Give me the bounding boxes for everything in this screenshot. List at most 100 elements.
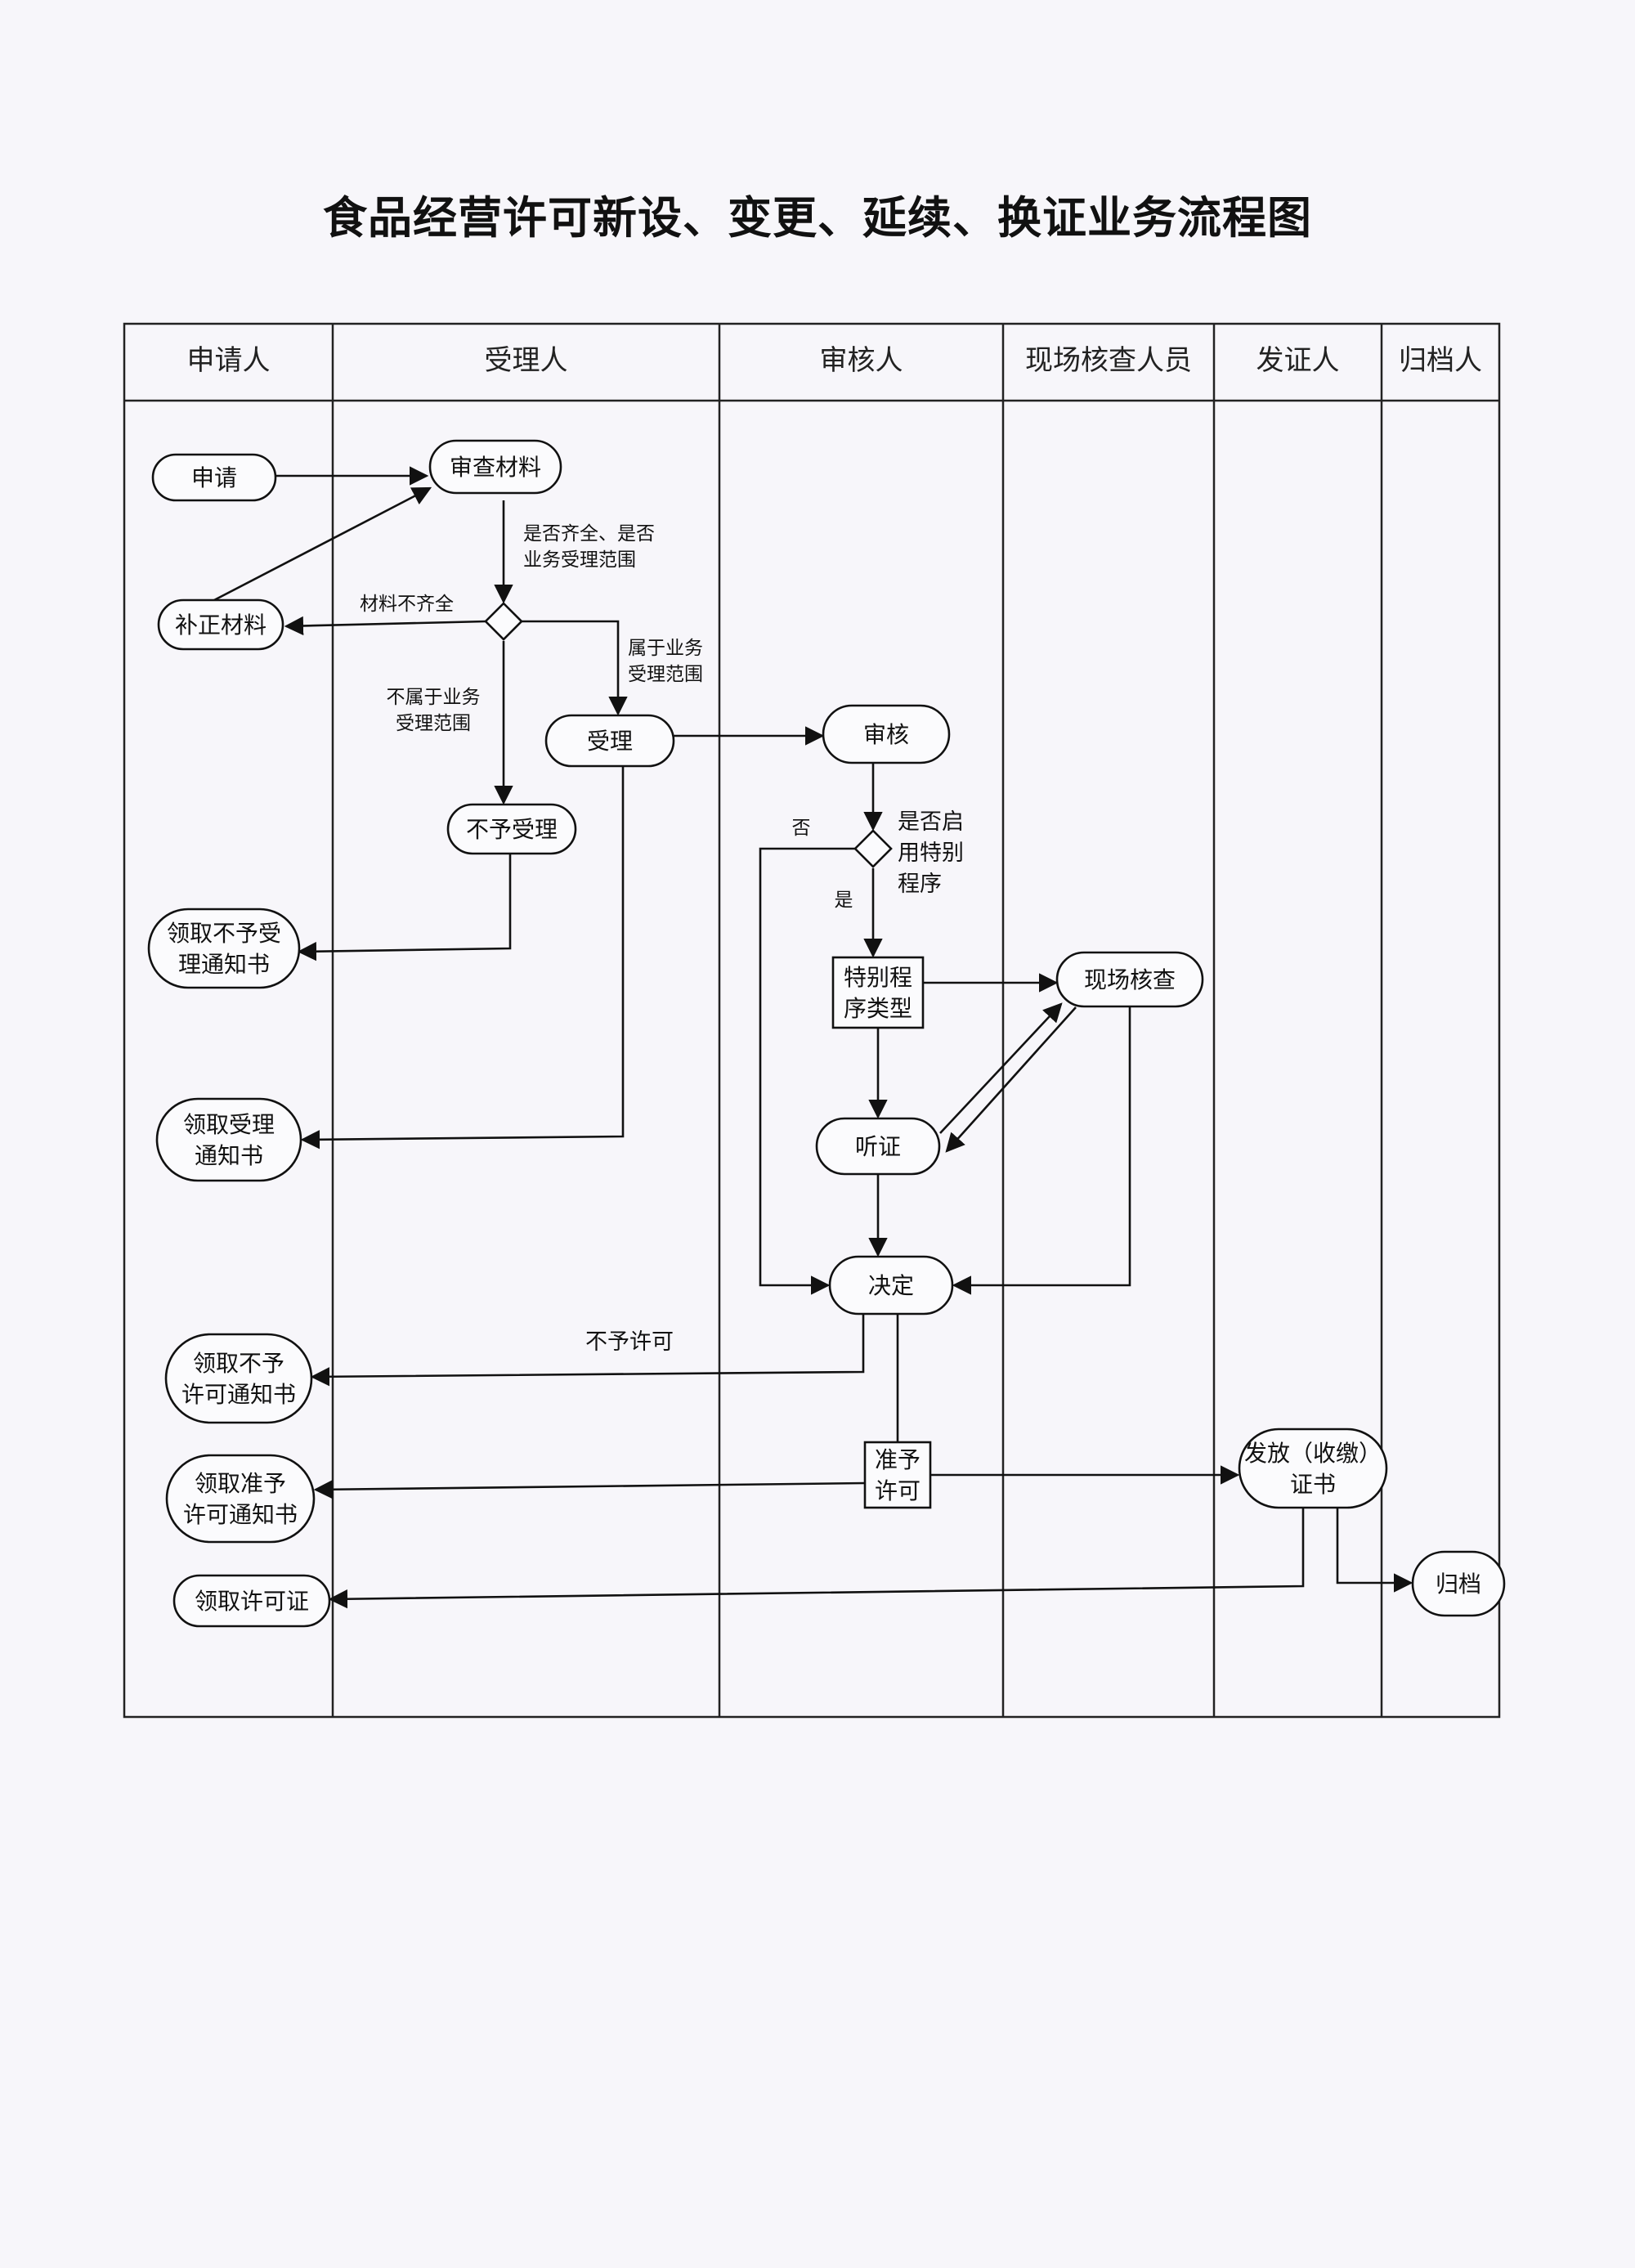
note-line: 用特别 [898,840,964,866]
note-line: 是否齐全、是否 [523,523,655,545]
node-label: 领取不予 [193,1350,284,1377]
node-shape [164,1333,313,1424]
node-shape [815,1117,941,1176]
node-shape [155,1097,302,1182]
node-label: 证书 [1290,1471,1336,1498]
node-shape [157,598,284,651]
edge-issue-to-license [328,1508,1305,1609]
node-decision: 决定 [828,1255,954,1316]
node-shape [428,439,562,495]
lane-header: 现场核查人员 [1025,344,1192,377]
node-label: 听证 [855,1133,901,1160]
node-label: 申请 [191,464,237,491]
node-shape [446,803,577,855]
edge-grant-notice [313,1480,866,1499]
note-line: 否 [792,818,811,839]
node-apply: 申请 [151,453,277,502]
node-label: 许可通知书 [181,1381,296,1408]
note-no: 否 [792,818,811,839]
note-line: 不属于业务 [387,687,481,708]
note-line: 业务受理范围 [523,549,636,571]
lane-headers: 申请人 受理人 审核人 现场核查人员 发证人 归档人 [187,344,1483,377]
note-incomplete: 材料不齐全 [360,594,454,615]
note-deny: 不予许可 [585,1329,674,1355]
lane-header: 受理人 [485,344,568,377]
node-label: 特别程 [844,964,912,991]
node-label: 决定 [868,1272,914,1299]
node-shape [147,908,301,989]
note-line: 不予许可 [585,1329,674,1355]
node-shape [1238,1428,1388,1509]
swimlane-frame [123,322,1501,1719]
node-label: 受理 [587,728,633,755]
node-shape [172,1574,331,1628]
node-label: 理通知书 [178,951,270,978]
node-label: 准予 [875,1446,921,1473]
node-archive: 归档 [1411,1550,1506,1617]
node-shape [1055,951,1204,1008]
note-line: 受理范围 [628,664,703,685]
edge-site-to-hearing [945,1006,1077,1153]
edge-deny [310,1314,865,1387]
note-line: 材料不齐全 [360,594,454,615]
lane-header: 发证人 [1256,344,1340,377]
node-shape [151,453,277,502]
node-shape [828,1255,954,1316]
edge-not-accept-notice [297,854,512,961]
node-label: 领取许可证 [195,1588,309,1615]
node-accept: 受理 [544,714,675,768]
node-issue: 发放（收缴） 证书 [1238,1428,1388,1509]
lane-header: 申请人 [187,344,271,377]
node-shape [863,1441,932,1509]
node-get-license: 领取许可证 [172,1574,331,1628]
note-line: 是否启 [898,809,964,835]
node-label: 发放（收缴） [1244,1440,1382,1467]
note-yes: 是 [835,890,853,911]
edge-hearing-to-site [939,1002,1063,1134]
note-line: 是 [835,890,853,911]
node-shape [831,956,925,1029]
node-label: 许可通知书 [183,1501,298,1528]
edge-supplement-to-review [213,486,432,602]
node-label: 领取受理 [183,1111,275,1138]
edge-issue-to-archive [1336,1508,1413,1593]
edge-incomplete [284,616,486,636]
lane-header: 审核人 [820,344,903,377]
node-label: 通知书 [195,1142,263,1169]
node-not-accept: 不予受理 [446,803,577,855]
page-title: 食品经营许可新设、变更、延续、换证业务流程图 [323,191,1312,244]
note-line: 程序 [898,872,942,897]
edge-special-no [759,847,855,1295]
node-label: 序类型 [844,995,912,1022]
node-supplement: 补正材料 [157,598,284,651]
node-shape [1411,1550,1506,1617]
node-label: 现场核查 [1084,966,1176,993]
node-label: 许可 [875,1477,921,1504]
node-hearing: 听证 [815,1117,941,1176]
node-site-check: 现场核查 [1055,951,1204,1008]
decision-diamond-materials [484,602,523,641]
edge-in-scope [522,620,628,716]
node-review-materials: 审查材料 [428,439,562,495]
node-label: 归档 [1436,1571,1481,1598]
node-audit: 审核 [822,704,951,764]
note-line: 属于业务 [628,638,703,659]
edge-accept-notice [300,766,625,1150]
node-shape [165,1454,316,1544]
node-label: 补正材料 [175,612,267,639]
node-label: 领取准予 [195,1470,286,1497]
node-label: 审核 [863,721,909,748]
lane-header: 归档人 [1399,344,1482,377]
node-label: 审查材料 [450,454,541,481]
